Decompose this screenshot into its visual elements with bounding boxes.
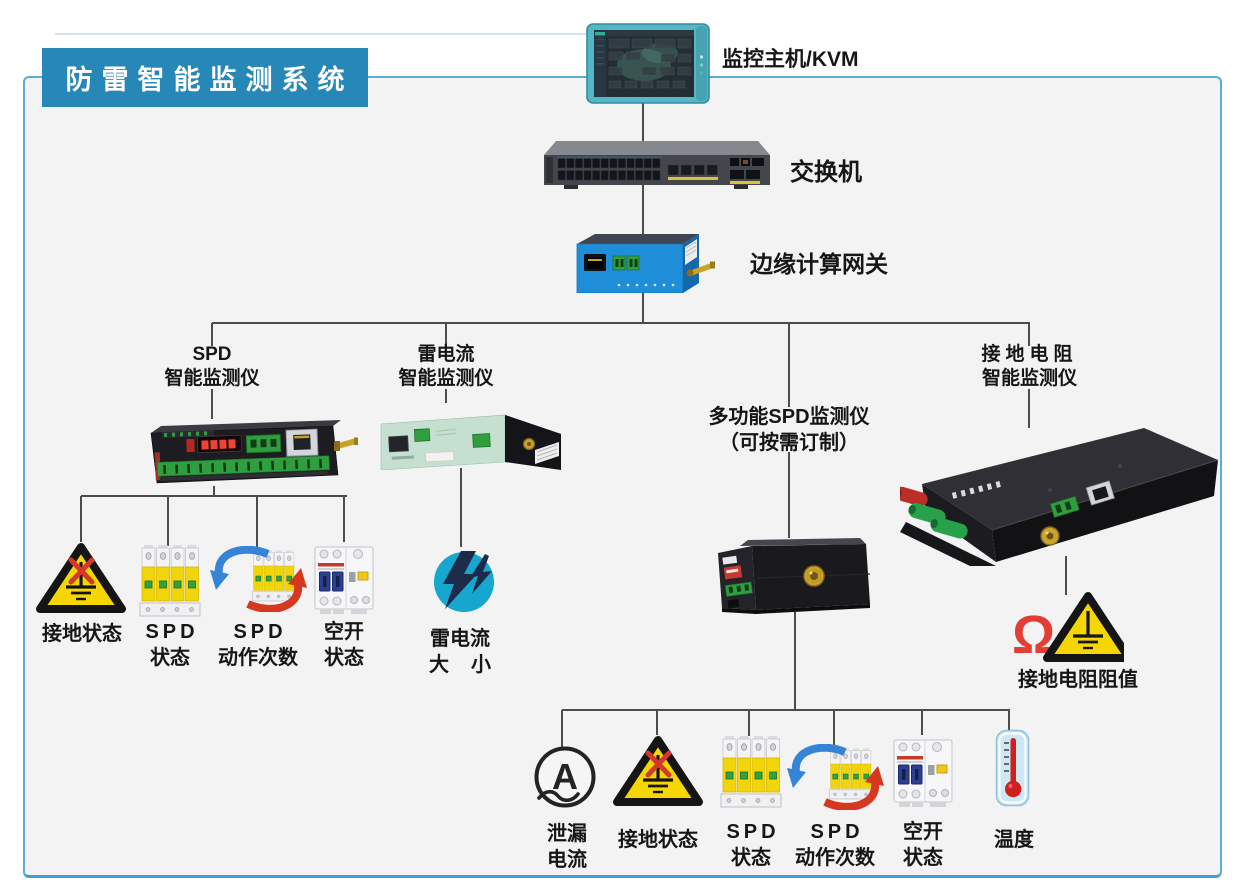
sensor-label-breaker-status: 空开 状态 [324, 621, 364, 669]
kvm-monitor-image [586, 23, 710, 104]
lightning-monitor-label-line2: 智能监测仪 [398, 368, 494, 390]
spd-monitor-image [150, 420, 358, 484]
sensor-label-temperature: 温度 [994, 829, 1034, 851]
sensor-label-ground-resistance: 接地电阻阻值 [1018, 669, 1138, 691]
lightning-bolt-icon [434, 551, 494, 612]
sensor-label-spd-status: SPD 状态 [145, 621, 199, 669]
page-title: 防雷智能监测系统 [42, 48, 368, 107]
edge-gateway-image [576, 234, 715, 293]
spd-action-count-icon [206, 546, 310, 612]
sensor-label-breaker-status: 空开 状态 [903, 821, 943, 869]
top-accent-line [55, 33, 588, 35]
multi-spd-monitor-label-line2: （可按需订制） [719, 431, 859, 454]
sensor-label-spd-action: SPD 动作次数 [795, 821, 875, 869]
sensor-label-ground-status: 接地状态 [618, 829, 698, 851]
multi-spd-monitor-image [718, 538, 871, 614]
spd-device-icon [137, 543, 203, 619]
circuit-breaker-icon [313, 540, 375, 616]
lightning-monitor-label-line1: 雷电流 [417, 344, 475, 365]
ground-resistance-icon: Ω [1012, 589, 1124, 665]
gateway-label: 边缘计算网关 [750, 251, 888, 277]
ground-warning-icon [612, 733, 704, 811]
sensor-label-leakage-current: 泄漏 电流 [547, 823, 587, 871]
lightning-monitor-label: 雷电流 智能监测仪 [366, 343, 526, 392]
sensor-label-spd-action: SPD 动作次数 [218, 621, 298, 669]
svg-text:A: A [552, 756, 578, 797]
switch-label: 交换机 [790, 159, 862, 186]
spd-action-count-icon [783, 744, 887, 810]
multi-spd-monitor-label: 多功能SPD监测仪 （可按需订制） [672, 405, 906, 456]
ground-monitor-image [900, 428, 1219, 566]
spd-monitor-label-line2: 智能监测仪 [164, 368, 260, 390]
multi-spd-monitor-label-line1: 多功能SPD监测仪 [708, 406, 870, 428]
network-switch-image [544, 141, 770, 189]
spd-monitor-label: SPD 智能监测仪 [132, 343, 292, 392]
circuit-breaker-icon [892, 733, 954, 809]
ground-monitor-label: 接地电阻 智能监测仪 [949, 343, 1110, 392]
ground-monitor-label-line2: 智能监测仪 [981, 368, 1077, 390]
kvm-label: 监控主机/KVM [722, 48, 859, 71]
thermometer-icon [995, 729, 1030, 807]
ground-monitor-label-line1: 接地电阻 [981, 344, 1078, 365]
spd-monitor-label-line1: SPD [192, 344, 232, 365]
ammeter-icon: A [534, 746, 596, 808]
lightning-monitor-image [380, 414, 561, 470]
spd-device-icon [718, 734, 784, 810]
ground-warning-icon [35, 540, 127, 618]
sensor-label-ground-status: 接地状态 [42, 623, 122, 645]
sensor-label-spd-status: SPD 状态 [726, 821, 780, 869]
sensor-label-lightning-current: 雷电流 大小 [429, 628, 513, 676]
